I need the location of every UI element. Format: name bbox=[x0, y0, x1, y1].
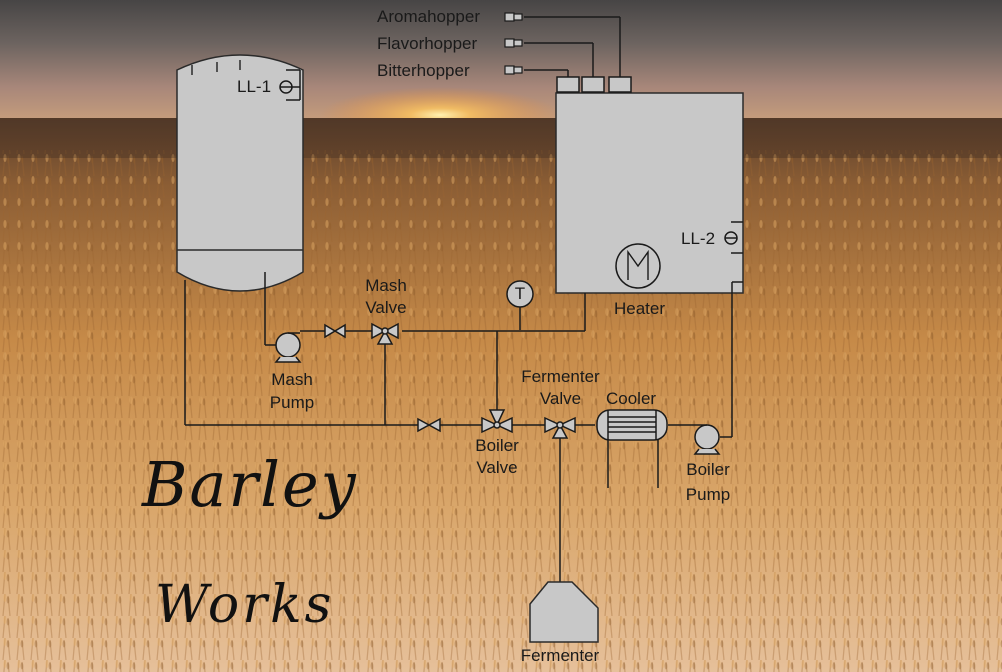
mash-valve-icon[interactable] bbox=[371, 322, 399, 345]
mash-valve-label-line2: Valve bbox=[365, 298, 407, 317]
boiler-valve-label-line1: Boiler bbox=[475, 436, 519, 455]
level-sensor-ll1[interactable] bbox=[279, 69, 301, 101]
piping bbox=[184, 272, 743, 582]
aromahopper-label: Aromahopper bbox=[377, 7, 481, 26]
return-line-valve-icon[interactable] bbox=[417, 417, 441, 433]
cooler-icon[interactable] bbox=[596, 409, 668, 441]
mash-pump-label-line2: Pump bbox=[269, 393, 315, 412]
heater-icon[interactable] bbox=[615, 243, 661, 289]
bitterhopper-box[interactable] bbox=[556, 76, 580, 93]
bitterhopper-label: Bitterhopper bbox=[377, 61, 470, 80]
boiler-valve-icon[interactable] bbox=[481, 409, 513, 434]
fermenter-valve-label-line1: Fermenter bbox=[521, 367, 600, 386]
mash-valve-label-line1: Mash bbox=[365, 276, 407, 295]
mash-tun[interactable] bbox=[176, 54, 304, 292]
ll1-label: LL-1 bbox=[237, 77, 272, 96]
temperature-label: T bbox=[514, 284, 526, 303]
fermenter-valve-icon[interactable] bbox=[544, 416, 576, 439]
boiler-pump-label-line1: Boiler bbox=[686, 460, 730, 479]
level-sensor-ll2[interactable] bbox=[724, 221, 743, 254]
aromahopper-box[interactable] bbox=[608, 76, 632, 93]
mash-pump-icon[interactable] bbox=[274, 332, 302, 363]
ll2-label: LL-2 bbox=[681, 229, 716, 248]
logo-line2: Works bbox=[155, 575, 335, 635]
boiler-pump-label-line2: Pump bbox=[685, 485, 731, 504]
temperature-sensor[interactable] bbox=[506, 280, 534, 330]
heater-label: Heater bbox=[614, 299, 666, 318]
flavorhopper-label: Flavorhopper bbox=[377, 34, 478, 53]
mash-tun-tick-marks bbox=[191, 60, 241, 75]
boiler-pump-icon[interactable] bbox=[693, 424, 721, 455]
logo-line1: Barley bbox=[142, 448, 358, 521]
boiler-valve-label-line2: Valve bbox=[476, 458, 518, 477]
cooler-label: Cooler bbox=[606, 389, 657, 408]
fermenter-vessel[interactable] bbox=[529, 581, 599, 643]
mash-pump-label-line1: Mash bbox=[271, 370, 313, 389]
mash-line-valve-icon[interactable] bbox=[324, 323, 346, 339]
hopper-valve-icons bbox=[504, 12, 523, 75]
hopper-lines bbox=[524, 16, 621, 77]
flavorhopper-box[interactable] bbox=[581, 76, 605, 93]
fermenter-valve-label-line2: Valve bbox=[539, 389, 582, 408]
fermenter-label: Fermenter bbox=[520, 646, 600, 665]
